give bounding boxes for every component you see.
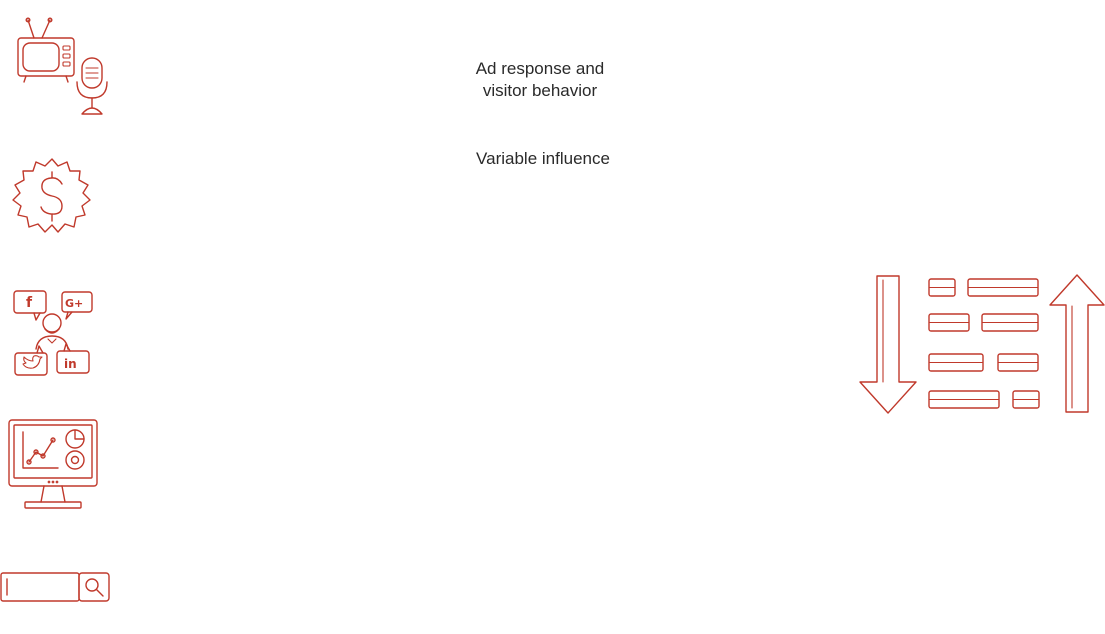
tv-and-microphone-icon xyxy=(14,16,114,118)
analytics-monitor-icon xyxy=(8,418,100,512)
ad-response-label-line-2: visitor behavior xyxy=(482,81,598,100)
google-plus-glyph: G+ xyxy=(65,297,83,310)
ad-response-label-line-1: Ad response and xyxy=(475,59,605,78)
linkedin-glyph: in xyxy=(64,357,77,371)
facebook-glyph: f xyxy=(26,295,33,311)
social-media-person-icon: f G+ in xyxy=(12,289,94,377)
dollar-gear-icon xyxy=(12,157,92,237)
search-bar-icon xyxy=(0,571,112,605)
variable-influence-label: Variable influence xyxy=(476,149,610,168)
ad-response-label: Ad response and visitor behavior xyxy=(440,58,640,102)
sort-arrows-list-icon xyxy=(858,272,1105,418)
